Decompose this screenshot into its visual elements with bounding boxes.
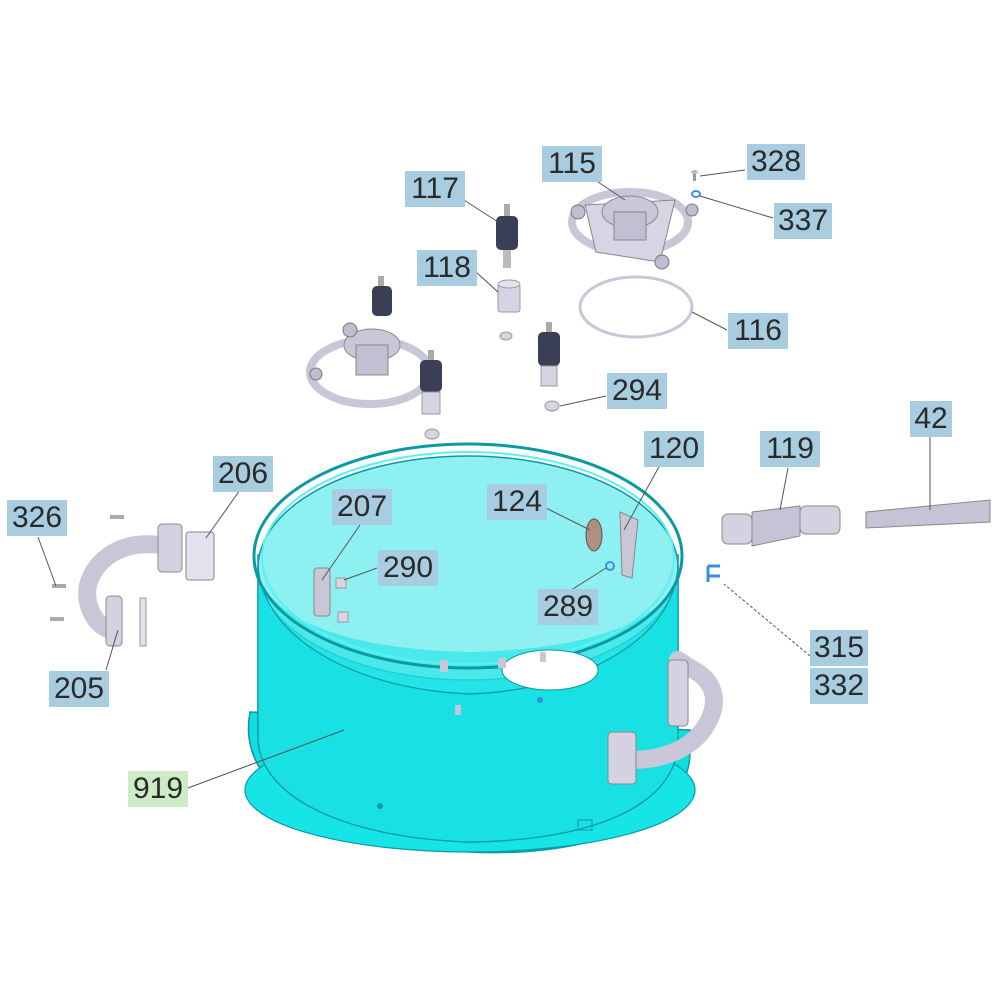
pipe-42-drawing [865,499,991,529]
part-label-116[interactable]: 116 [728,313,788,349]
part-label-290[interactable]: 290 [378,550,438,586]
spacer-118-drawing [497,279,521,341]
part-label-118[interactable]: 118 [417,250,477,286]
part-label-326[interactable]: 326 [7,500,67,536]
part-label-294[interactable]: 294 [607,373,667,409]
screw-328-washer-337-drawing [691,170,701,198]
part-label-332[interactable]: 332 [810,668,868,704]
part-label-289[interactable]: 289 [538,589,598,625]
part-label-42[interactable]: 42 [910,401,952,437]
tub-919-drawing [244,442,723,854]
motor-mount-115-drawing [568,188,699,270]
clip-315-332-drawing [706,564,720,582]
damper-left-drawing [372,276,392,316]
part-label-328[interactable]: 328 [747,144,805,180]
ring-116-drawing [578,275,694,339]
damper-117-drawing [496,204,518,268]
handle-205-drawing [78,523,215,647]
part-label-205[interactable]: 205 [49,671,109,707]
part-label-124[interactable]: 124 [487,484,547,520]
part-label-337[interactable]: 337 [774,203,832,239]
part-label-119[interactable]: 119 [760,431,820,467]
part-label-919[interactable]: 919 [128,771,188,807]
part-label-120[interactable]: 120 [644,431,704,467]
screws-326-drawing [50,515,124,621]
part-label-117[interactable]: 117 [405,171,465,207]
part-label-206[interactable]: 206 [213,456,273,492]
damper-mid-drawing [420,350,442,440]
motor-mount-left-drawing [306,322,434,408]
part-label-315[interactable]: 315 [810,630,868,666]
spacer-294-drawing [544,400,560,412]
part-label-207[interactable]: 207 [332,489,392,525]
part-label-115[interactable]: 115 [542,146,602,182]
hose-119-drawing [721,505,841,547]
leader-lines [37,169,931,789]
damper-right-drawing [538,322,560,387]
